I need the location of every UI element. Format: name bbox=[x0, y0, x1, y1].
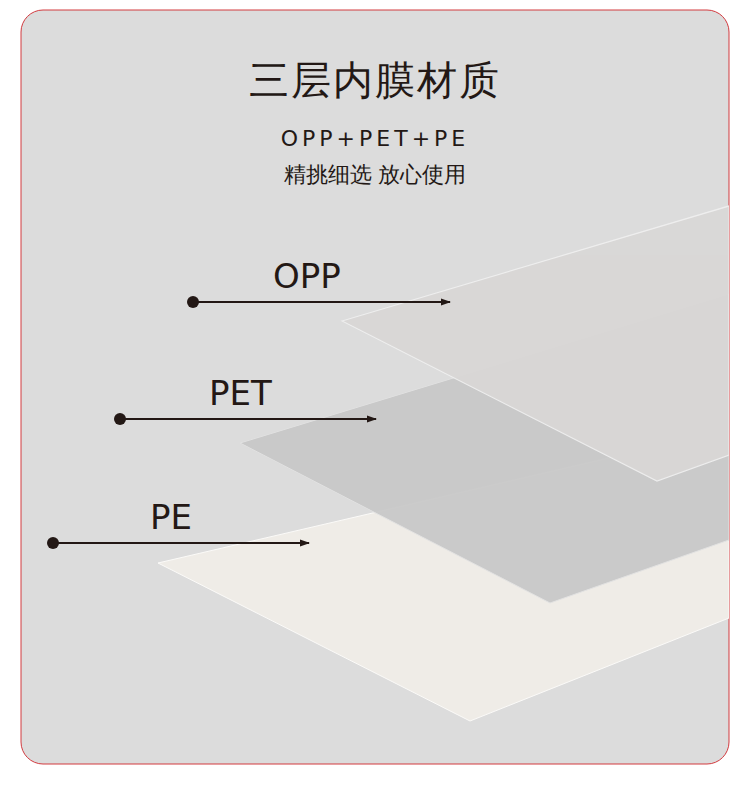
slogan: 精挑细选 放心使用 bbox=[284, 162, 467, 187]
leader-line bbox=[193, 301, 450, 303]
layer-label: PET bbox=[209, 374, 272, 413]
leader-lines bbox=[47, 296, 450, 549]
layer-label: OPP bbox=[273, 257, 341, 296]
layer-label: PE bbox=[150, 498, 192, 537]
title: 三层内膜材质 bbox=[249, 57, 501, 103]
subtitle: OPP+PET+PE bbox=[281, 126, 470, 151]
opp-sheet bbox=[342, 206, 729, 481]
leader-line bbox=[120, 418, 376, 420]
leader-line bbox=[53, 542, 309, 544]
panel bbox=[21, 10, 729, 764]
